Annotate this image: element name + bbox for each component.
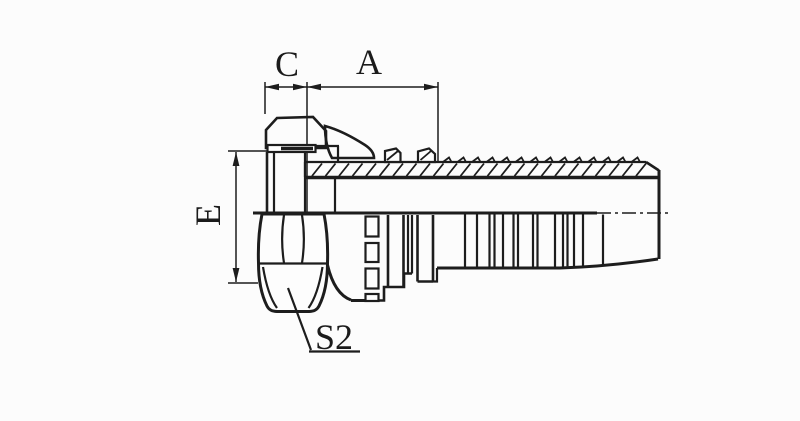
stem-end-chamfer: [645, 160, 660, 172]
nut-cross-section: [264, 115, 328, 150]
barb-bump-2-hatch: [419, 150, 432, 161]
dim-e-label: E: [188, 204, 228, 226]
dimension-line: [228, 150, 268, 284]
serration-teeth: [442, 156, 641, 163]
s2-callout: S2: [286, 287, 360, 357]
dim-c-label: C: [275, 44, 299, 84]
collar-groove-box: [364, 241, 380, 264]
stem-bottom-edge: [437, 257, 659, 270]
dimension-e: E: [188, 150, 268, 284]
collar-step-profile: [379, 272, 412, 302]
collar-groove-box: [364, 215, 380, 238]
dim-a-label: A: [356, 42, 382, 82]
external-view: [256, 212, 659, 313]
arrowhead: [232, 152, 240, 166]
ferrule-wedge: [323, 124, 376, 160]
barb-bump-1-hatch: [386, 150, 399, 161]
hex-chamfer-arcs: [261, 266, 324, 309]
bore-lines: [272, 152, 337, 212]
arrowhead: [265, 83, 279, 91]
collar-groove-box: [364, 292, 380, 303]
section-view: [264, 115, 661, 259]
collar-groove-box: [364, 267, 380, 290]
stem-step: [433, 268, 439, 283]
arrowhead: [293, 83, 307, 91]
leader-line: [286, 287, 360, 353]
arrowhead: [232, 268, 240, 282]
nut-collar-neck: [326, 264, 366, 302]
s2-label: S2: [315, 317, 353, 357]
collar-ring-lines: [386, 215, 405, 287]
hex-flat-lines: [281, 214, 305, 264]
barb-rings: [463, 214, 605, 268]
stem-band-hatch: [311, 162, 647, 177]
arrowhead: [307, 83, 321, 91]
arrowhead: [424, 83, 438, 91]
stem-collar-ring: [416, 215, 435, 283]
stem-shoulder-lines: [406, 215, 414, 274]
dimension-c-a: C A: [264, 42, 439, 212]
